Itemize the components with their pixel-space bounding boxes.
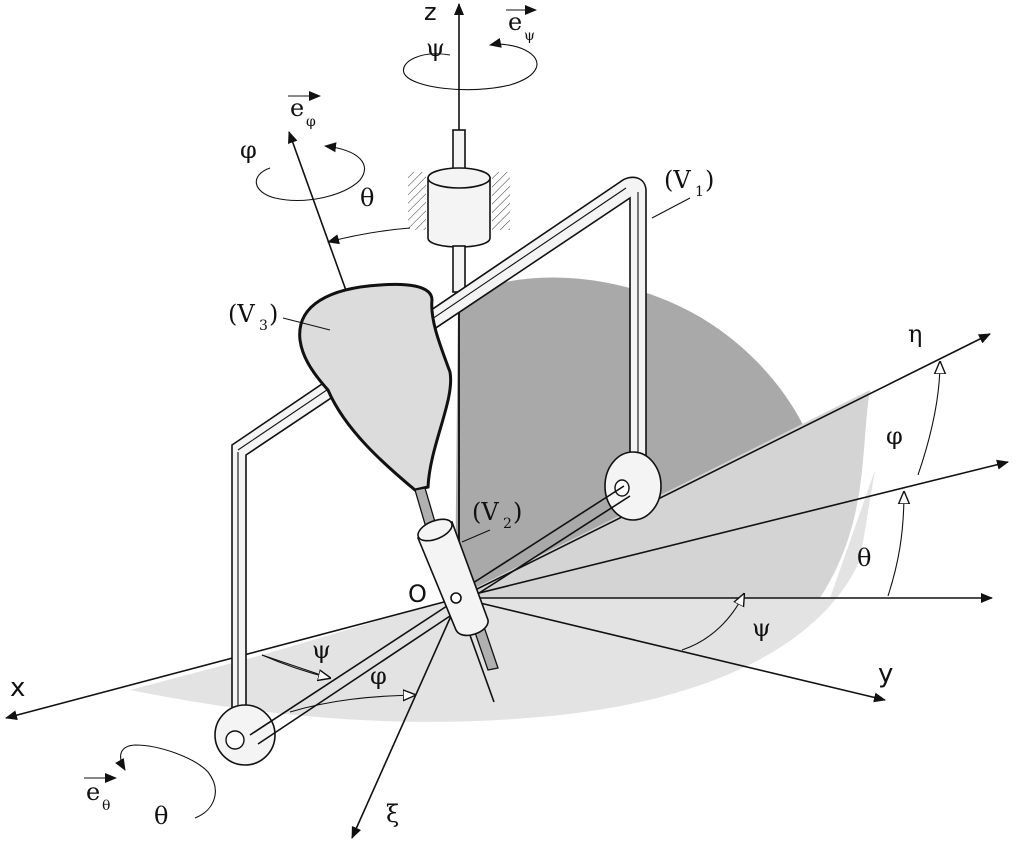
labels: z x y η ξ e ψ e φ e θ ψ φ θ φ θ ψ ψ φ θ … xyxy=(10,0,922,830)
light-wedge-plane xyxy=(455,390,870,598)
svg-text:e: e xyxy=(290,94,304,122)
phi-right-arc xyxy=(917,362,940,476)
svg-text:): ) xyxy=(269,300,278,328)
psi-right-label: ψ xyxy=(752,614,771,642)
svg-text:ψ: ψ xyxy=(524,28,535,44)
v1-label: (V 1 ) xyxy=(664,166,714,200)
svg-text:(V: (V xyxy=(472,498,499,526)
y-label: y xyxy=(878,659,893,689)
svg-text:e: e xyxy=(508,8,522,36)
theta-axis xyxy=(458,459,1009,599)
psi-top-label: ψ xyxy=(426,34,445,62)
theta-right-arc xyxy=(887,492,904,597)
svg-text:e: e xyxy=(86,778,100,806)
origin-label: O xyxy=(408,580,427,608)
theta-rotation-icon xyxy=(115,744,216,819)
right-pivot-boss xyxy=(604,451,662,521)
svg-text:θ: θ xyxy=(102,798,110,814)
bearing-hatch xyxy=(408,172,426,230)
y-axis xyxy=(458,597,886,703)
e-phi-label: e φ xyxy=(288,91,321,130)
bearing-hatch-right xyxy=(492,172,510,230)
z-label: z xyxy=(424,0,437,26)
leader-lines xyxy=(282,197,691,543)
v2-label: (V 2 ) xyxy=(472,498,522,532)
phi-bottom-arc xyxy=(289,695,415,713)
theta-top-label: θ xyxy=(360,184,374,212)
xi-label: ξ xyxy=(386,800,399,828)
svg-text:(V: (V xyxy=(228,300,255,328)
svg-text:): ) xyxy=(705,166,714,194)
rod-upper xyxy=(458,485,625,593)
psi-right-arc xyxy=(681,594,744,651)
v3-label: (V 3 ) xyxy=(228,300,278,334)
svg-text:3: 3 xyxy=(259,318,268,334)
svg-text:1: 1 xyxy=(695,184,704,200)
spindle-v2 xyxy=(414,487,499,671)
rod-lower xyxy=(249,603,451,736)
svg-text:(V: (V xyxy=(664,166,691,194)
e-psi-label: e ψ xyxy=(506,5,537,44)
svg-text:φ: φ xyxy=(306,114,316,130)
top-bearing xyxy=(408,129,510,598)
psi-rotation-icon xyxy=(402,37,538,91)
phi-bottom-label: φ xyxy=(370,662,387,690)
phi-top-label: φ xyxy=(240,136,257,164)
pale-horizontal-plane xyxy=(130,470,875,722)
phi-rotation-icon xyxy=(255,142,366,201)
eta-axis xyxy=(458,333,991,599)
x-label: x xyxy=(10,673,25,703)
eta-label: η xyxy=(908,320,922,348)
psi-bottom-arc xyxy=(261,654,330,678)
psi-bottom-label: ψ xyxy=(312,636,331,664)
phi-right-label: φ xyxy=(886,422,903,450)
origin-point xyxy=(450,592,462,604)
svg-text:2: 2 xyxy=(503,516,512,532)
angle-arcs xyxy=(261,227,940,713)
theta-bottom-label: θ xyxy=(154,802,168,830)
rotation-indicators xyxy=(115,37,538,819)
theta-right-label: θ xyxy=(857,544,871,572)
xi-axis xyxy=(351,597,460,839)
e-theta-label: e θ xyxy=(84,773,117,814)
theta-top-arc xyxy=(327,227,411,245)
blade-v3 xyxy=(298,282,453,492)
left-pivot-boss xyxy=(214,704,276,766)
svg-text:): ) xyxy=(513,498,522,526)
